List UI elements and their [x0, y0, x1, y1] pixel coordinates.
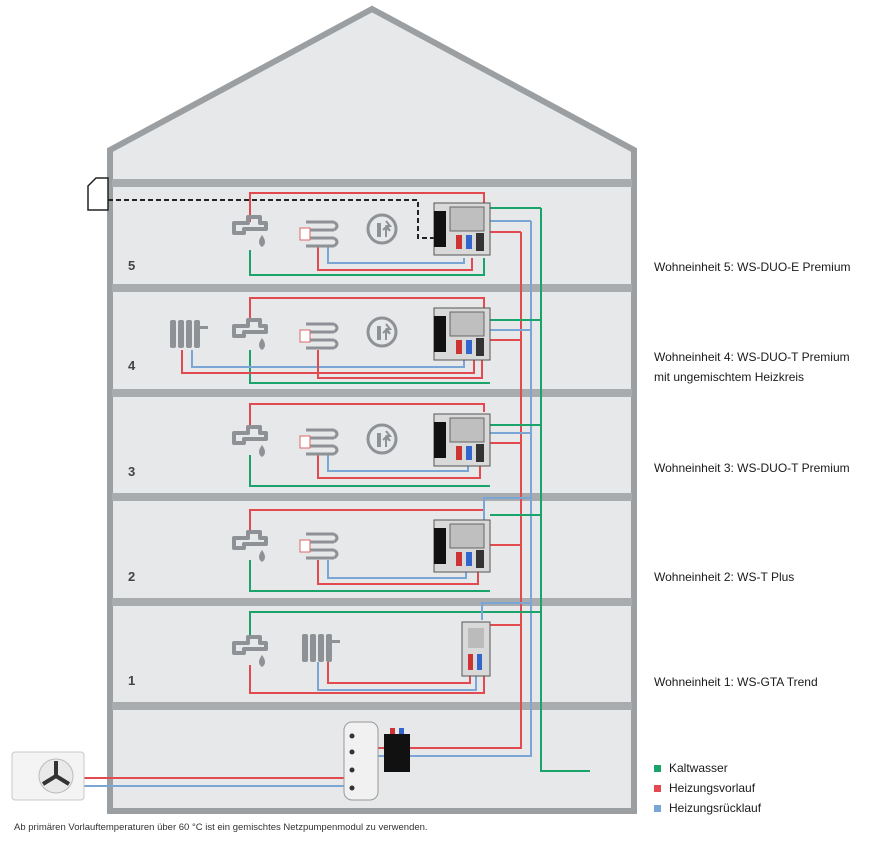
- legend-item-flow: Heizungsvorlauf: [654, 778, 761, 798]
- footnote: Ab primären Vorlauftemperaturen über 60 …: [14, 822, 428, 833]
- floor-1-pipes: [249, 602, 541, 694]
- unit-label-1: Wohneinheit 1: WS-GTA Trend: [654, 672, 818, 692]
- buffer-tank-icon: [343, 721, 379, 801]
- unit-label-3: Wohneinheit 3: WS-DUO-T Premium: [654, 458, 850, 478]
- legend-label-return: Heizungsrücklauf: [669, 801, 762, 815]
- floor-number-5: 5: [128, 258, 136, 273]
- legend-swatch-flow: [654, 784, 661, 792]
- riser-pipes: [410, 208, 590, 772]
- floor-number-1: 1: [128, 673, 136, 688]
- floor-slabs: [112, 179, 632, 710]
- unit-label-1-line1: Wohneinheit 1: WS-GTA Trend: [654, 675, 818, 689]
- floor-4-pipes: [181, 297, 541, 384]
- legend-label-flow: Heizungsvorlauf: [669, 781, 756, 795]
- legend: Kaltwasser Heizungsvorlauf Heizungsrückl…: [654, 758, 761, 818]
- floor-number-2: 2: [128, 569, 136, 584]
- controller-icon: [87, 177, 109, 211]
- legend-swatch-cold: [654, 764, 661, 772]
- legend-label-cold: Kaltwasser: [669, 761, 728, 775]
- floor-number-4: 4: [128, 358, 136, 373]
- unit-label-3-line1: Wohneinheit 3: WS-DUO-T Premium: [654, 461, 850, 475]
- floor-1-fixtures: [232, 621, 491, 677]
- floor-2-pipes: [249, 497, 541, 592]
- outdoor-heatpump-icon: [11, 751, 85, 801]
- legend-item-cold: Kaltwasser: [654, 758, 761, 778]
- unit-label-2-line1: Wohneinheit 2: WS-T Plus: [654, 570, 795, 584]
- legend-swatch-return: [654, 804, 661, 812]
- floor-3-pipes: [249, 403, 541, 487]
- station-gta-icon: [461, 621, 491, 677]
- unit-label-4-line2: mit ungemischtem Heizkreis: [654, 370, 805, 384]
- unit-label-5: Wohneinheit 5: WS-DUO-E Premium: [654, 257, 851, 277]
- unit-label-4: Wohneinheit 4: WS-DUO-T Premium mit unge…: [654, 347, 850, 387]
- pump-module-icon: [384, 728, 410, 772]
- unit-label-4-line1: Wohneinheit 4: WS-DUO-T Premium: [654, 350, 850, 364]
- unit-label-2: Wohneinheit 2: WS-T Plus: [654, 567, 794, 587]
- unit-label-5-line1: Wohneinheit 5: WS-DUO-E Premium: [654, 260, 851, 274]
- house-outline: [107, 5, 637, 814]
- legend-item-return: Heizungsrücklauf: [654, 798, 761, 818]
- floor-number-3: 3: [128, 464, 136, 479]
- floor-5-pipes: [108, 192, 541, 276]
